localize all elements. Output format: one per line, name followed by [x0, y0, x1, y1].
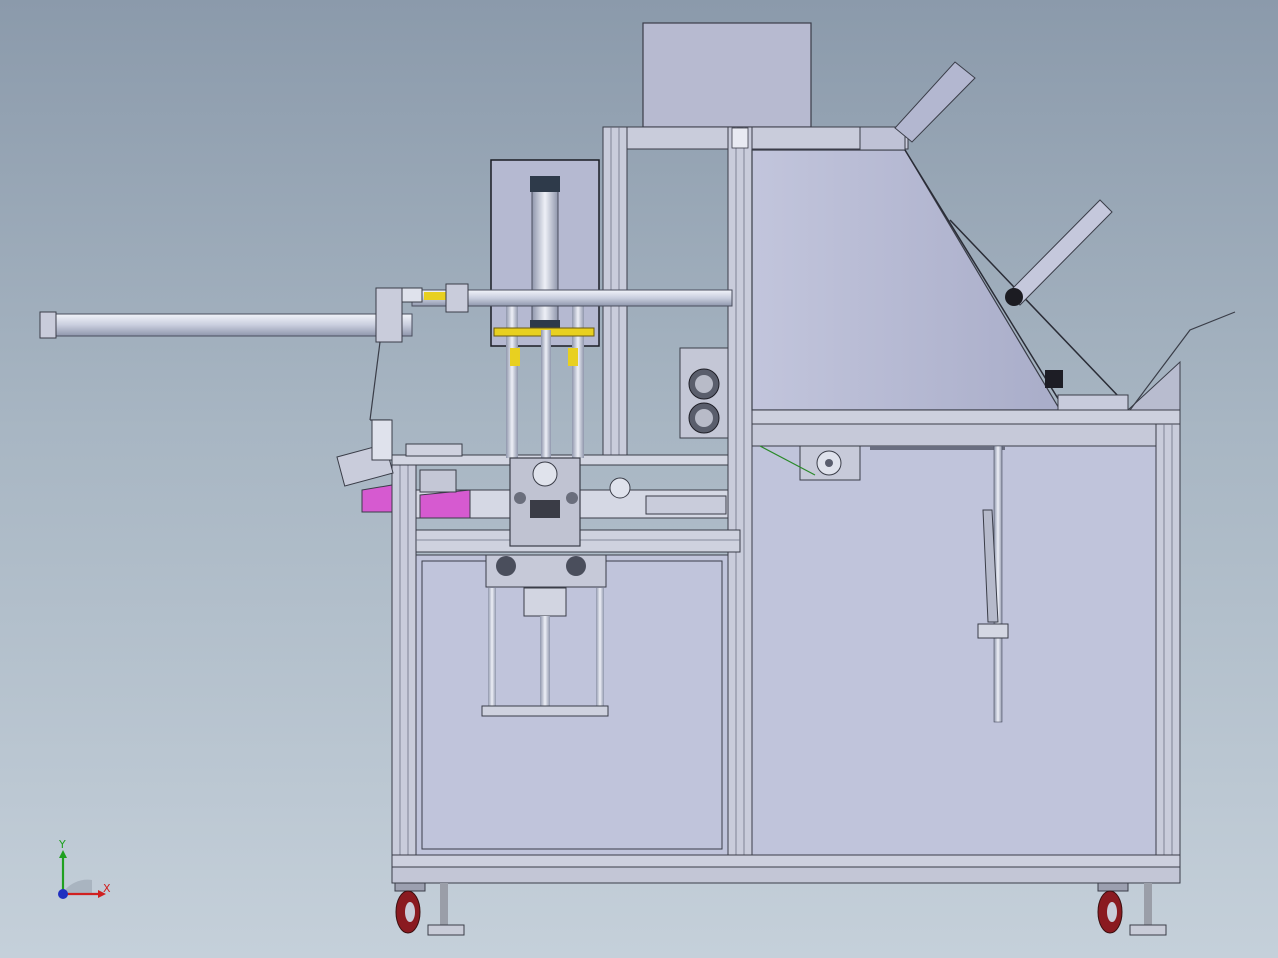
- caster-left: [394, 882, 465, 936]
- axis-triad: X Y: [58, 838, 111, 899]
- z-axis-dot: [58, 889, 68, 899]
- long-guide-rod: [39, 283, 733, 421]
- vertical-cylinder-housing: [490, 159, 600, 458]
- hopper-body: [751, 61, 1236, 413]
- left-lower-frame: [391, 454, 741, 881]
- caster-right: [1097, 882, 1167, 936]
- base-rail: [391, 854, 1181, 884]
- y-axis-label: Y: [58, 838, 66, 851]
- roller-unit: [679, 347, 729, 439]
- lower-press-assembly: [481, 554, 609, 717]
- right-lower-frame: [751, 409, 1181, 858]
- left-side-mechanism: [336, 419, 471, 519]
- top-enclosure-box: [642, 22, 812, 128]
- x-axis-label: X: [103, 882, 111, 895]
